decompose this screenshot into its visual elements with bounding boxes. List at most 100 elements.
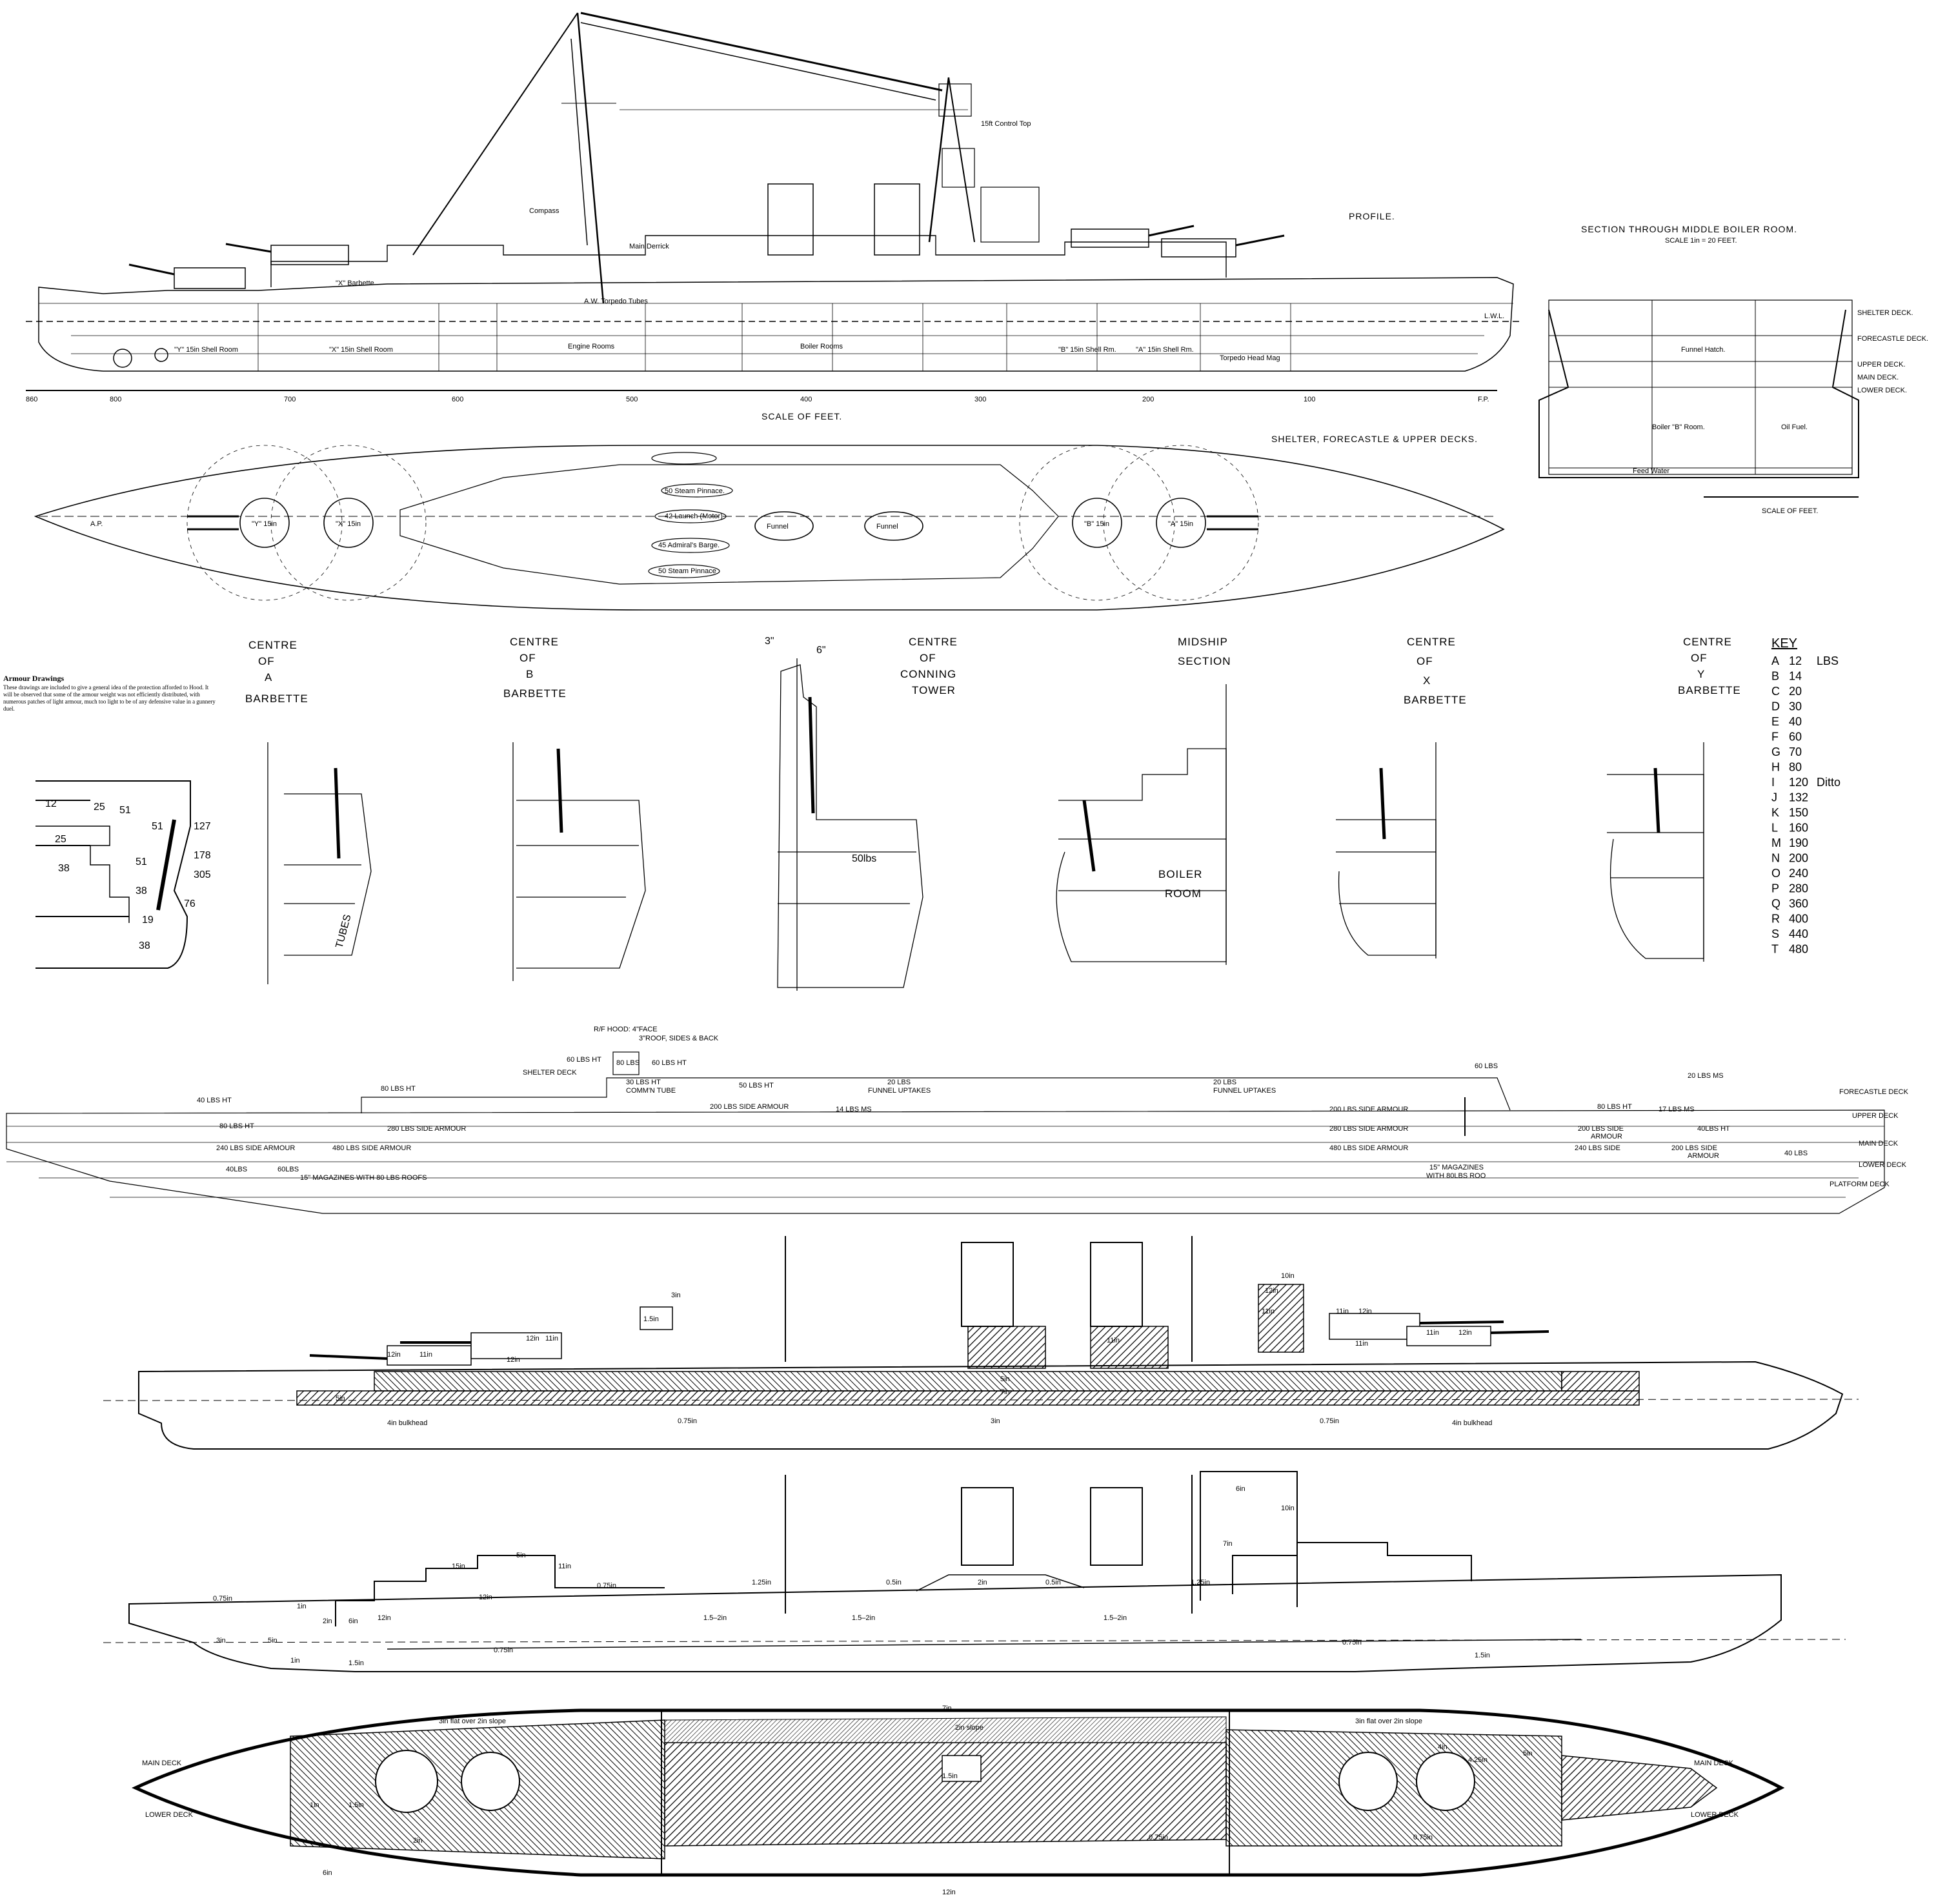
deck-plan (34, 445, 1505, 611)
main-belt (296, 1390, 1640, 1406)
lower-deck-label: LOWER DECK. (1857, 387, 1907, 394)
sa-label: 4in bulkhead (1452, 1419, 1492, 1427)
key-letter: S (1771, 927, 1779, 940)
key-value: 12 (1789, 654, 1802, 667)
armour-deck-plan-labels: MAIN DECK LOWER DECK MAIN DECK LOWER DEC… (142, 1705, 1739, 1896)
ct-3in-text: 3" (765, 636, 774, 647)
cs-title-line: BARBETTE (1404, 694, 1467, 706)
feed-water-label: Feed Water (1633, 467, 1669, 475)
scale-tick: 200 (1142, 396, 1154, 403)
ap-label: 200 LBS SIDE ARMOUR (710, 1103, 789, 1111)
sa-label: 12in (387, 1351, 401, 1359)
boiler-scale-label: SCALE OF FEET. (1762, 507, 1818, 515)
sa-label: 12in (1265, 1287, 1278, 1295)
foremast (928, 77, 950, 243)
key-letter: F (1771, 731, 1779, 744)
cs-title-line: CENTRE (510, 636, 559, 648)
cs-conning-tower (777, 658, 923, 991)
key-value: 40 (1789, 715, 1802, 728)
deck-plan-title: SHELTER, FORECASTLE & UPPER DECKS. (1271, 434, 1478, 444)
control-top (938, 83, 972, 117)
ap-label: FORECASTLE DECK (1839, 1088, 1909, 1096)
a-turret-label: "A" 15in (1168, 520, 1193, 528)
da-label: 2in (323, 1617, 332, 1625)
key-letter: L (1771, 822, 1778, 835)
ap-label: 80 LBS HT (381, 1085, 416, 1093)
engine-rooms-label: Engine Rooms (568, 343, 615, 350)
cs-b-barbette (512, 742, 646, 981)
ap-label: 60 LBS HT (652, 1059, 687, 1067)
armour-profile-labels: R/F HOOD: 4"FACE 3"ROOF, SIDES & BACK 60… (197, 1026, 1909, 1188)
inset-value: 38 (58, 863, 70, 874)
cs-title-line: CENTRE (1407, 636, 1456, 648)
cs-title-line: TOWER (912, 684, 956, 696)
cross-sections (267, 658, 1704, 991)
da-label: 7in (1223, 1540, 1233, 1548)
inset-value: 51 (152, 821, 163, 832)
fifty-lbs-text: 50lbs (852, 853, 876, 864)
sa-label: 0.75in (1320, 1417, 1339, 1425)
ap-label: LOWER DECK (1859, 1161, 1907, 1169)
armour-note: Armour Drawings These drawings are inclu… (3, 674, 216, 712)
side-armour-labels: 1.5in 3in 12in 11in 12in 11in 12in 5in 1… (336, 1272, 1492, 1427)
admirals-barge-label: 45 Admiral's Barge. (658, 542, 720, 549)
boiler-room-label: Boiler "B" Room. (1652, 423, 1705, 431)
scale-tick: F.P. (1478, 396, 1489, 403)
armour-note-body: These drawings are included to give a ge… (3, 684, 216, 712)
inset-value: 178 (194, 850, 211, 861)
inset-value: 25 (55, 834, 66, 845)
compass-label: Compass (529, 207, 560, 215)
deck-plan-hull (34, 445, 1505, 611)
key-value: 280 (1789, 882, 1808, 895)
x-barbette-label: "X" Barbette (336, 279, 374, 287)
deck-turret-y (239, 498, 290, 548)
sa-label: 5in (1000, 1375, 1010, 1383)
ap-label: SHELTER DECK (523, 1069, 577, 1077)
key-letter: D (1771, 700, 1780, 713)
boiler-text: BOILER (1158, 868, 1202, 880)
scale-tick: 300 (974, 396, 986, 403)
key-value: 480 (1789, 943, 1808, 956)
da-label: 0.5in (886, 1579, 902, 1586)
ap-label: 40 LBS (1784, 1149, 1808, 1157)
da-label: 1.5–2in (852, 1614, 875, 1622)
cs-title-line: OF (1417, 655, 1433, 667)
forecastle-deck-label: FORECASTLE DECK. (1857, 335, 1928, 343)
inset-value: 38 (139, 940, 150, 951)
sa-label: 0.75in (678, 1417, 697, 1425)
profile-title: PROFILE. (1349, 211, 1395, 221)
da-label: 2in (978, 1579, 987, 1586)
a-shell-room-label: "A" 15in Shell Rm. (1136, 346, 1194, 354)
adp-label: 3in flat over 2in slope (1355, 1717, 1422, 1725)
da-label: 5in (268, 1637, 277, 1645)
sa-label: 5in (336, 1395, 345, 1403)
ap-label: 50 LBS HT (739, 1082, 774, 1089)
ap-label: 17 LBS MS (1659, 1106, 1695, 1113)
da-label: 1.5in (1475, 1652, 1490, 1659)
da-label: 1.5in (348, 1659, 364, 1667)
ap-label: 80 LBS HT (219, 1122, 254, 1130)
steam-pinnace-2-label: 50 Steam Pinnace (658, 567, 716, 575)
da-label: 11in (558, 1563, 571, 1570)
ap-label: 200 LBS SIDE ARMOUR (1329, 1106, 1408, 1113)
profile-funnel-fwd (874, 183, 920, 256)
key-letter: A (1771, 654, 1779, 667)
ap-label: 240 LBS SIDE ARMOUR (216, 1144, 295, 1152)
scale-tick: 100 (1304, 396, 1315, 403)
ap-label: WITH 80LBS ROO (1426, 1172, 1486, 1180)
cs-title-line: OF (920, 652, 936, 664)
main-derrick (580, 12, 943, 92)
adp-label: 4.25in (1468, 1756, 1487, 1764)
adp-label: 0.75in (1149, 1834, 1168, 1841)
sa-label: 11in (1107, 1337, 1120, 1344)
scale-tick: 700 (284, 396, 296, 403)
room-text: ROOM (1165, 887, 1202, 900)
key-letter: Q (1771, 897, 1780, 910)
cs-title-midship: MIDSHIP SECTION (1178, 636, 1231, 667)
x-shell-room-label: "X" 15in Shell Room (329, 346, 393, 354)
sa-label: 12in (507, 1356, 520, 1364)
sa-label: 3in (671, 1291, 681, 1299)
b-turret-label: "B" 15in (1084, 520, 1109, 528)
